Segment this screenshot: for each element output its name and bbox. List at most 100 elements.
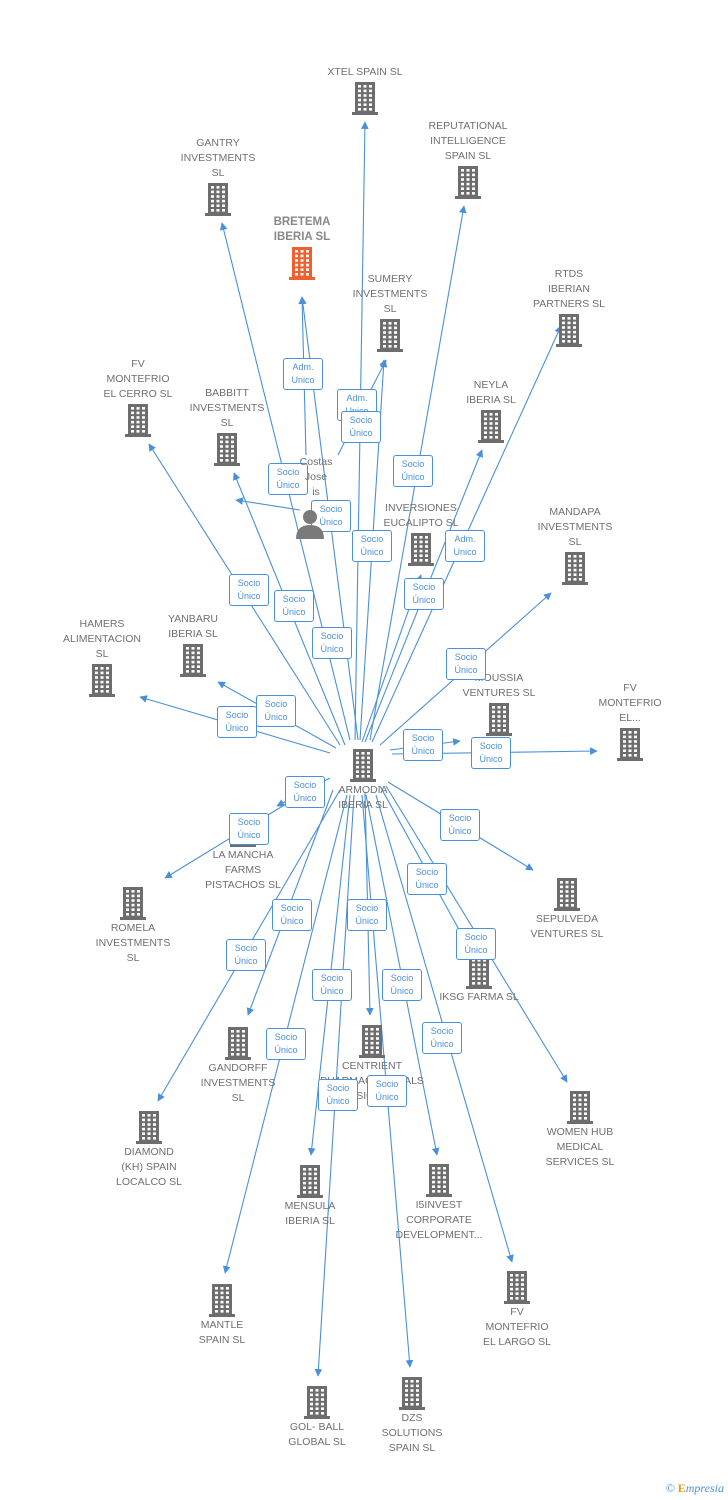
- relation-badge[interactable]: Socio Único: [440, 809, 480, 841]
- company-label: MANTLE SPAIN SL: [198, 1319, 246, 1346]
- relation-badge[interactable]: Socio Único: [471, 737, 511, 769]
- relation-badge[interactable]: Socio Único: [226, 939, 266, 971]
- relation-badge[interactable]: Socio Único: [318, 1079, 358, 1111]
- company-node-mensula[interactable]: MENSULA IBERIA SL: [245, 1163, 375, 1229]
- relation-badge[interactable]: Socio Único: [274, 590, 314, 622]
- company-label: MANDAPA INVESTMENTS SL: [537, 506, 613, 548]
- building-icon: [377, 319, 403, 352]
- relation-badge[interactable]: Socio Único: [312, 969, 352, 1001]
- company-node-sumery[interactable]: SUMERY INVESTMENTS SL: [325, 272, 455, 353]
- building-icon: [297, 1165, 323, 1198]
- relation-badge[interactable]: Adm. Unico: [283, 358, 323, 390]
- company-label: SUMERY INVESTMENTS SL: [352, 273, 428, 315]
- relation-badge[interactable]: Socio Único: [446, 648, 486, 680]
- relation-badge[interactable]: Socio Único: [311, 500, 351, 532]
- company-label: MOUSSIA VENTURES SL: [462, 672, 536, 699]
- relation-badge[interactable]: Socio Único: [403, 729, 443, 761]
- relation-badge[interactable]: Socio Único: [347, 899, 387, 931]
- company-node-hamers[interactable]: HAMERS ALIMENTACION SL: [37, 617, 167, 698]
- company-node-bretema[interactable]: BRETEMA IBERIA SL: [237, 215, 367, 281]
- company-node-armodia[interactable]: ARMODIA IBERIA SL: [298, 747, 428, 813]
- relation-badge[interactable]: Socio Único: [407, 863, 447, 895]
- relation-badge[interactable]: Socio Único: [268, 463, 308, 495]
- relation-badge[interactable]: Socio Único: [422, 1022, 462, 1054]
- company-node-fvlargo[interactable]: FV MONTEFRIO EL LARGO SL: [452, 1269, 582, 1350]
- building-icon: [209, 1284, 235, 1317]
- person-label: Costas Jose is: [299, 456, 333, 498]
- company-node-diamond[interactable]: DIAMOND (KH) SPAIN LOCALCO SL: [84, 1109, 214, 1190]
- building-icon: [180, 644, 206, 677]
- company-node-gandorff[interactable]: GANDORFF INVESTMENTS SL: [173, 1025, 303, 1106]
- company-label: DIAMOND (KH) SPAIN LOCALCO SL: [116, 1146, 182, 1188]
- company-node-sepulveda[interactable]: SEPULVEDA VENTURES SL: [502, 876, 632, 942]
- company-node-babbitt[interactable]: BABBITT INVESTMENTS SL: [162, 386, 292, 467]
- building-icon: [567, 1091, 593, 1124]
- building-icon: [225, 1027, 251, 1060]
- copyright-footer[interactable]: © Empresia: [666, 1481, 724, 1496]
- company-node-gantry[interactable]: GANTRY INVESTMENTS SL: [153, 136, 283, 217]
- company-label: BRETEMA IBERIA SL: [273, 216, 331, 243]
- building-icon: [562, 552, 588, 585]
- company-node-fvcerro[interactable]: FV MONTEFRIO EL CERRO SL: [73, 357, 203, 438]
- company-label: WOMEN HUB MEDICAL SERVICES SL: [545, 1126, 615, 1168]
- relation-badge[interactable]: Adm. Unico: [445, 530, 485, 562]
- building-icon: [478, 410, 504, 443]
- relation-badge[interactable]: Socio Único: [229, 574, 269, 606]
- brand-name: mpresia: [685, 1481, 724, 1495]
- building-icon: [120, 887, 146, 920]
- relation-badge[interactable]: Socio Único: [272, 899, 312, 931]
- company-label: SEPULVEDA VENTURES SL: [530, 913, 604, 940]
- building-icon: [136, 1111, 162, 1144]
- company-node-moussia[interactable]: MOUSSIA VENTURES SL: [434, 671, 564, 737]
- company-label: DZS SOLUTIONS SPAIN SL: [381, 1412, 443, 1454]
- company-node-dzs[interactable]: DZS SOLUTIONS SPAIN SL: [347, 1375, 477, 1456]
- relation-badge[interactable]: Socio Único: [285, 776, 325, 808]
- company-node-mantle[interactable]: MANTLE SPAIN SL: [157, 1282, 287, 1348]
- relation-badge[interactable]: Socio Único: [456, 928, 496, 960]
- relation-badge[interactable]: Socio Único: [266, 1028, 306, 1060]
- relation-badge[interactable]: Socio Único: [256, 695, 296, 727]
- relation-badge[interactable]: Socio Único: [393, 455, 433, 487]
- copyright-symbol: ©: [665, 1481, 675, 1495]
- relation-badge[interactable]: Socio Único: [341, 411, 381, 443]
- building-icon: [504, 1271, 530, 1304]
- relation-badge[interactable]: Socio Único: [404, 578, 444, 610]
- company-node-inversiones[interactable]: INVERSIONES EUCALIPTO SL: [356, 501, 486, 567]
- company-node-reputational[interactable]: REPUTATIONAL INTELLIGENCE SPAIN SL: [403, 119, 533, 200]
- building-icon: [289, 247, 315, 280]
- company-label: FV MONTEFRIO EL LARGO SL: [483, 1306, 551, 1348]
- company-node-neyla[interactable]: NEYLA IBERIA SL: [426, 378, 556, 444]
- building-icon: [214, 433, 240, 466]
- company-node-romela[interactable]: ROMELA INVESTMENTS SL: [68, 885, 198, 966]
- company-node-golball[interactable]: GOL- BALL GLOBAL SL: [252, 1384, 382, 1450]
- company-node-iksg[interactable]: IKSG FARMA SL: [414, 954, 544, 1005]
- relation-badge[interactable]: Socio Único: [367, 1075, 407, 1107]
- building-icon: [554, 878, 580, 911]
- company-label: NEYLA IBERIA SL: [466, 379, 516, 406]
- company-node-yanbaru[interactable]: YANBARU IBERIA SL: [128, 612, 258, 678]
- company-label: YANBARU IBERIA SL: [168, 613, 218, 640]
- building-icon: [359, 1025, 385, 1058]
- company-label: HAMERS ALIMENTACION SL: [63, 618, 141, 660]
- building-icon: [408, 533, 434, 566]
- relation-badge[interactable]: Socio Único: [382, 969, 422, 1001]
- person-node[interactable]: Costas Jose is: [290, 455, 332, 550]
- relation-badge[interactable]: Socio Único: [352, 530, 392, 562]
- company-label: FV MONTEFRIO EL...: [598, 682, 662, 724]
- company-node-xtel[interactable]: XTEL SPAIN SL: [300, 65, 430, 116]
- building-icon: [89, 664, 115, 697]
- company-label: GANDORFF INVESTMENTS SL: [200, 1062, 276, 1104]
- relation-badge[interactable]: Socio Único: [217, 706, 257, 738]
- company-node-fvel[interactable]: FV MONTEFRIO EL...: [565, 681, 695, 762]
- company-label: RTDS IBERIAN PARTNERS SL: [533, 268, 605, 310]
- company-node-mandapa[interactable]: MANDAPA INVESTMENTS SL: [510, 505, 640, 586]
- company-node-rtds[interactable]: RTDS IBERIAN PARTNERS SL: [504, 267, 634, 348]
- building-icon: [426, 1164, 452, 1197]
- building-icon: [617, 728, 643, 761]
- company-node-i5invest[interactable]: I5INVEST CORPORATE DEVELOPMENT...: [374, 1162, 504, 1243]
- company-label: IKSG FARMA SL: [439, 991, 519, 1003]
- relation-badge[interactable]: Socio Único: [229, 813, 269, 845]
- relation-badge[interactable]: Socio Único: [312, 627, 352, 659]
- company-label: GOL- BALL GLOBAL SL: [288, 1421, 346, 1448]
- company-node-womenhub[interactable]: WOMEN HUB MEDICAL SERVICES SL: [515, 1089, 645, 1170]
